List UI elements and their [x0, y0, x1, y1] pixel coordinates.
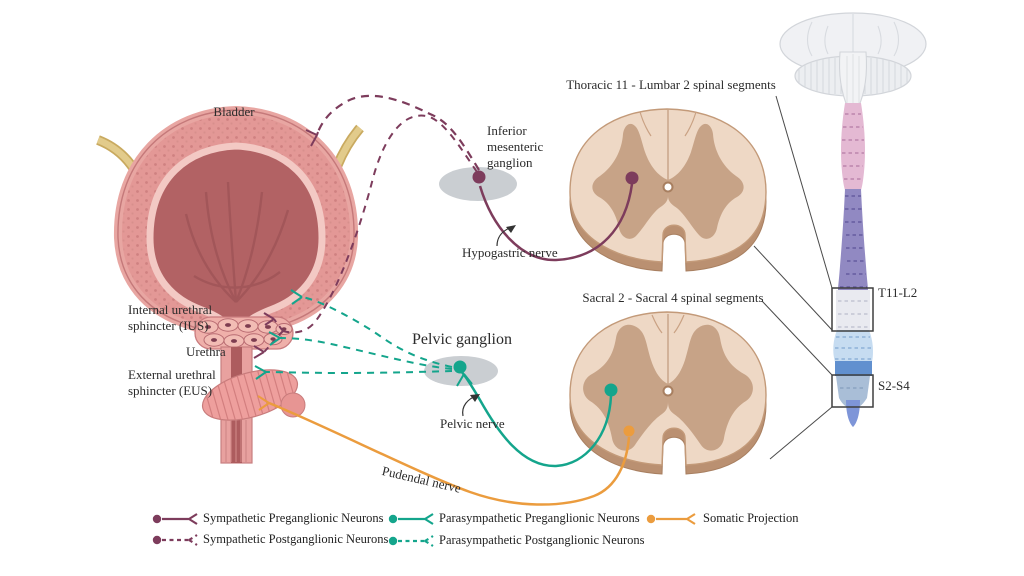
external-sphincter-label: External urethral sphincter (EUS) [128, 367, 216, 398]
thoracic-cross-section [569, 108, 767, 272]
legend-parasympathetic-postganglionic: Parasympathetic Postganglionic Neurons [439, 533, 645, 548]
thoracic-section-title: Thoracic 11 - Lumbar 2 spinal segments [566, 77, 776, 92]
spinal-column [831, 103, 874, 427]
s2-s4-label: S2-S4 [878, 378, 910, 393]
pelvic-nerve-path [460, 370, 613, 468]
zoom-connector-lines [753, 95, 833, 460]
pelvic-nerve-label: Pelvic nerve [440, 416, 505, 431]
legend-sympathetic-preganglionic: Sympathetic Preganglionic Neurons [203, 511, 384, 526]
somatic-soma-dot [623, 425, 635, 437]
t11-l2-box [831, 287, 874, 332]
sympathetic-terminals [253, 129, 319, 359]
s2-s4-box [831, 374, 874, 408]
somatic-terminal [257, 395, 270, 411]
bladder-rugae [184, 181, 290, 303]
sacral-cross-section [569, 311, 767, 475]
parasympathetic-soma-dot [604, 383, 618, 397]
inferior-mesenteric-ganglion-shape [439, 167, 517, 201]
pelvic-ganglion-terminal [456, 373, 473, 387]
pudendal-nerve-path [268, 401, 631, 506]
sympathetic-soma-dot [625, 171, 639, 185]
brain-illustration [779, 12, 927, 109]
legend-label: Sympathetic Preganglionic Neurons [203, 511, 384, 525]
urethra-label: Urethra [186, 344, 226, 359]
bladder-label: Bladder [213, 104, 255, 119]
legend-parasympathetic-preganglionic: Parasympathetic Preganglionic Neurons [439, 511, 640, 526]
legend-label: Somatic Projection [703, 511, 799, 525]
sacral-section-title: Sacral 2 - Sacral 4 spinal segments [582, 290, 764, 305]
bladder-illustration [113, 105, 359, 464]
label-arrows [462, 225, 516, 417]
legend-markers [152, 513, 696, 547]
hypogastric-nerve-label: Hypogastric nerve [462, 245, 558, 260]
internal-sphincter-label: Internal urethral sphincter (IUS) [128, 302, 213, 333]
parasympathetic-terminals [254, 289, 303, 380]
sympathetic-postganglionic-dome-path [316, 94, 480, 171]
legend-sympathetic-postganglionic: Sympathetic Postganglionic Neurons [203, 532, 388, 547]
sympathetic-postganglionic-neck-path [282, 114, 478, 334]
legend-label: Parasympathetic Postganglionic Neurons [439, 533, 645, 547]
legend-label: Sympathetic Postganglionic Neurons [203, 532, 389, 546]
legend-somatic-projection: Somatic Projection [703, 511, 798, 526]
hypogastric-nerve-path [478, 183, 634, 262]
legend-label: Parasympathetic Preganglionic Neurons [439, 511, 640, 525]
t11-l2-label: T11-L2 [878, 285, 918, 300]
pelvic-ganglion-label: Pelvic ganglion [412, 331, 512, 348]
parasympathetic-postganglionic-paths [265, 296, 453, 375]
inferior-mesenteric-ganglion-label: Inferior mesenteric ganglion [487, 123, 544, 170]
